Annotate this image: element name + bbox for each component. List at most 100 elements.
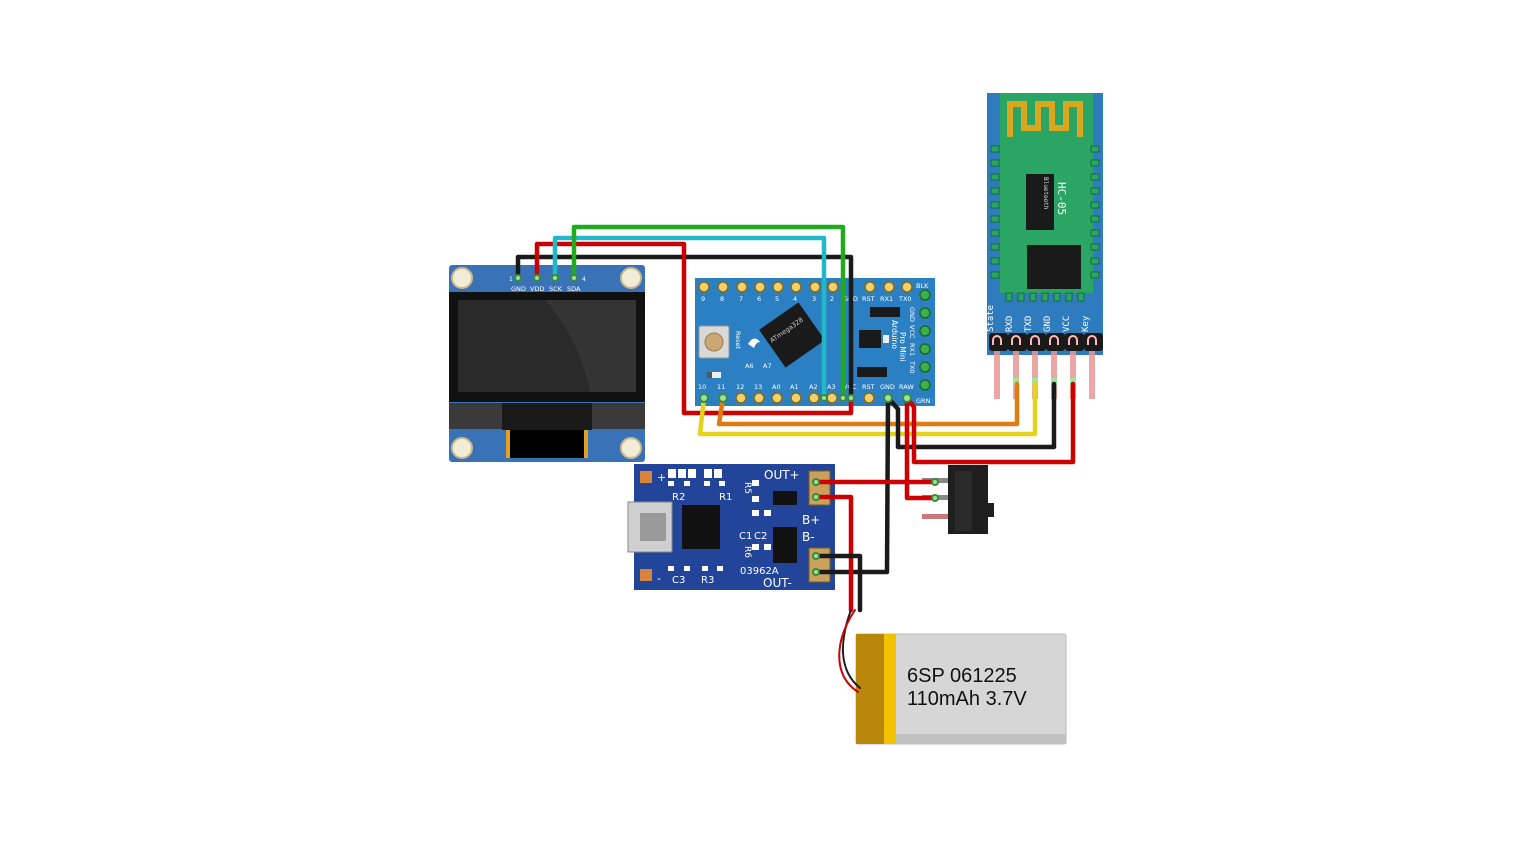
out-minus-label: OUT- <box>763 576 792 590</box>
bt-pin-leg <box>1051 351 1057 399</box>
bt-pin-label-vcc: VCC <box>1062 316 1072 332</box>
arduino-pin-label: GND <box>880 383 895 391</box>
bt-title: HC-05 <box>1055 182 1068 215</box>
side-pin <box>919 289 931 301</box>
arduino-pin-label: 3 <box>812 295 816 303</box>
arduino-corner-label-top: BLK <box>916 282 929 290</box>
charger-ic <box>682 505 720 549</box>
arduino-pin-label: 12 <box>736 383 744 391</box>
oled-display-module: 1 4 GND VDD SCK SDA <box>449 265 645 462</box>
bt-subtitle: Bluetooth <box>1042 177 1049 210</box>
led-indicator <box>707 372 721 378</box>
arduino-pin-label: 5 <box>775 295 779 303</box>
component-label: C1 <box>739 531 752 542</box>
bt-pin-leg <box>994 351 1000 399</box>
header-pin <box>771 392 783 404</box>
arduino-pin-label: RAW <box>899 383 914 391</box>
header-pin <box>826 392 838 404</box>
switch-pin <box>922 514 948 519</box>
arduino-pin-label: 10 <box>698 383 706 391</box>
header-pin <box>790 281 802 293</box>
smd-component <box>773 491 797 505</box>
switch-slider[interactable] <box>986 503 994 517</box>
arduino-pin-label: RST <box>862 295 875 303</box>
wire-red-bt-vcc <box>904 381 1076 465</box>
header-pin <box>772 281 784 293</box>
bt-pin-label-rxd: RXD <box>1005 316 1015 332</box>
lipo-battery: 6SP 061225 110mAh 3.7V <box>855 633 1067 745</box>
bt-main-chip <box>1026 174 1054 230</box>
header-pin <box>717 281 729 293</box>
header-pin <box>698 281 710 293</box>
arduino-pin-label: 13 <box>754 383 762 391</box>
bt-pin-leg <box>1089 351 1095 399</box>
wires <box>514 224 1076 693</box>
bt-pin-leg <box>1070 351 1076 399</box>
wire-black-bt-gnd <box>885 381 1057 450</box>
header-pin <box>735 392 747 404</box>
mount-hole <box>620 437 642 459</box>
component-label: C3 <box>672 575 685 586</box>
logo-icon <box>748 338 760 348</box>
arduino-pin-label: 8 <box>720 295 724 303</box>
oled-pin-label-sda: SDA <box>567 285 581 293</box>
ic-code-label: 03962A <box>740 566 779 577</box>
smd-component <box>857 367 887 377</box>
battery-line-1: 6SP 061225 <box>907 665 1017 687</box>
component-label: C2 <box>754 531 767 542</box>
wire-green-oled-sda <box>571 224 846 401</box>
wire-black-bminus <box>813 553 863 613</box>
smd-component <box>883 335 889 343</box>
charger-pad <box>640 471 652 483</box>
bt-pin-leg <box>1013 351 1019 399</box>
arduino-pin-label: 11 <box>717 383 725 391</box>
out-terminal <box>808 470 831 506</box>
oled-pin-label-sck: SCK <box>549 285 563 293</box>
header-pin <box>864 281 876 293</box>
arduino-pin-label: A1 <box>790 383 799 391</box>
charger-minus-label: - <box>657 572 661 585</box>
side-pin <box>919 361 931 373</box>
battery-terminal <box>808 547 831 583</box>
header-pin <box>808 392 820 404</box>
reset-label: Reset <box>734 331 742 350</box>
header-pin <box>901 281 913 293</box>
oled-pin-label-gnd: GND <box>511 285 526 293</box>
arduino-side-label: VCC <box>908 325 916 339</box>
component-label: R3 <box>701 575 714 586</box>
bt-pin-leg <box>1032 351 1038 399</box>
arduino-board-model: Pro Mini <box>898 332 907 362</box>
bt-pin-label-txd: TXD <box>1024 316 1034 332</box>
oled-flex-connector <box>502 403 592 430</box>
arduino-pin-label: 4 <box>793 295 797 303</box>
smd-component <box>870 307 900 317</box>
battery-lead-red <box>838 609 859 693</box>
charger-pad <box>640 569 652 581</box>
oled-pin-number-1: 1 <box>509 276 513 283</box>
arduino-pin-label-a7: A7 <box>763 362 772 370</box>
oled-flex-cable <box>506 430 588 458</box>
battery-lead-black <box>842 609 861 689</box>
mount-hole <box>620 267 642 289</box>
arduino-side-label: TX0 <box>908 360 916 374</box>
arduino-pin-label: RST <box>862 383 875 391</box>
component-label: R6 <box>742 546 752 558</box>
mount-hole <box>451 267 473 289</box>
regulator-chip <box>859 330 881 348</box>
side-pin <box>919 325 931 337</box>
oled-screen-glare <box>545 300 636 392</box>
header-pin <box>809 281 821 293</box>
side-pin <box>919 307 931 319</box>
reset-button-cap <box>704 332 724 352</box>
arduino-pin-label: 9 <box>701 295 705 303</box>
arduino-pin-label: 6 <box>757 295 761 303</box>
wire-cyan-oled-sck <box>552 235 827 401</box>
wire-orange-rx <box>716 381 1020 427</box>
arduino-pin-label: A2 <box>809 383 818 391</box>
header-pin <box>883 281 895 293</box>
arduino-pin-label: 2 <box>830 295 834 303</box>
header-pin <box>827 281 839 293</box>
charger-module: + - R2 R1 R5 C1 C2 R6 C3 R3 <box>627 464 835 590</box>
wire-red-oled-vdd <box>534 241 854 416</box>
arduino-pin-label: TX0 <box>898 295 912 303</box>
